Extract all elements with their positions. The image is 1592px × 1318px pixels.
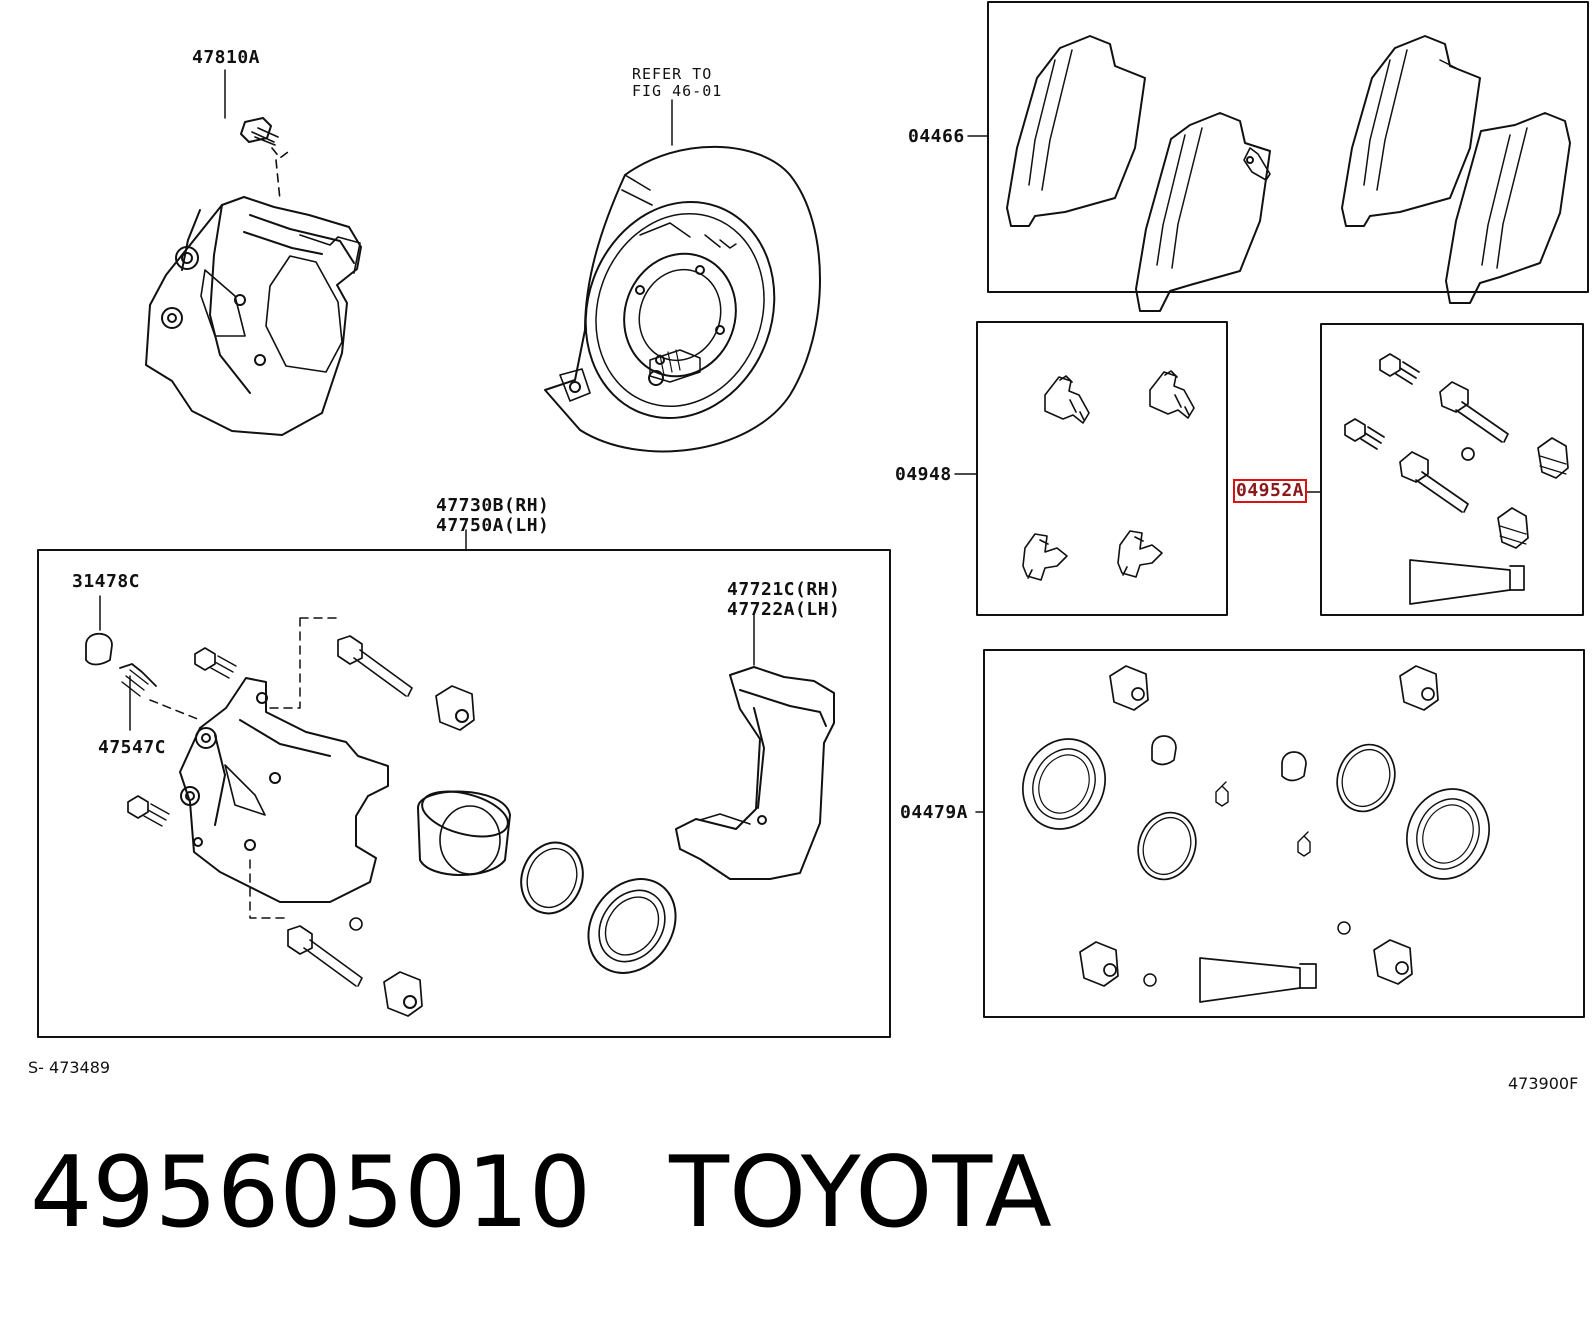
brake-pad-1 [1006, 35, 1146, 227]
shim-kit-frame [976, 321, 1228, 616]
cylinder-kit-frame [983, 649, 1585, 1018]
caliper-assembly-frame [37, 549, 891, 1038]
label-mount-lh[interactable]: 47722A(LH) [727, 599, 841, 620]
label-31478c[interactable]: 31478C [72, 571, 141, 592]
label-04466[interactable]: 04466 [908, 126, 965, 147]
footer-caption: 495605010 TOYOTA [30, 1138, 1130, 1248]
label-47547c[interactable]: 47547C [98, 737, 167, 758]
part-number: 495605010 [30, 1136, 592, 1250]
caliper-body-top [145, 117, 362, 436]
brake-pad-2 [1135, 112, 1271, 312]
label-caliper-rh[interactable]: 47730B(RH) [436, 495, 550, 516]
guide-kit-frame [1320, 323, 1584, 616]
label-caliper-lh[interactable]: 47750A(LH) [436, 515, 550, 536]
label-mount-rh[interactable]: 47721C(RH) [727, 579, 841, 600]
label-47810a[interactable]: 47810A [192, 47, 261, 68]
brand-name: TOYOTA [669, 1136, 1052, 1250]
brake-pad-3 [1341, 35, 1481, 227]
caliper-assembly-parts [85, 617, 835, 1017]
label-04948[interactable]: 04948 [895, 464, 952, 485]
brake-pad-4 [1445, 112, 1571, 304]
guide-pin-kit [1344, 353, 1569, 605]
label-04952a-highlighted[interactable]: 04952A [1232, 479, 1308, 503]
pads-frame [987, 1, 1589, 293]
refer-label-line2: FIG 46-01 [632, 82, 723, 100]
figure-code-left: S- 473489 [28, 1058, 111, 1077]
refer-label-line1: REFER TO [632, 65, 713, 83]
figure-code-right: 473900F [1508, 1074, 1579, 1093]
backing-plate [544, 145, 821, 453]
label-04479a[interactable]: 04479A [900, 802, 969, 823]
leader-lines [99, 69, 1322, 813]
anti-squeal-shims [1022, 370, 1195, 581]
cylinder-kit-parts [1022, 665, 1490, 1003]
